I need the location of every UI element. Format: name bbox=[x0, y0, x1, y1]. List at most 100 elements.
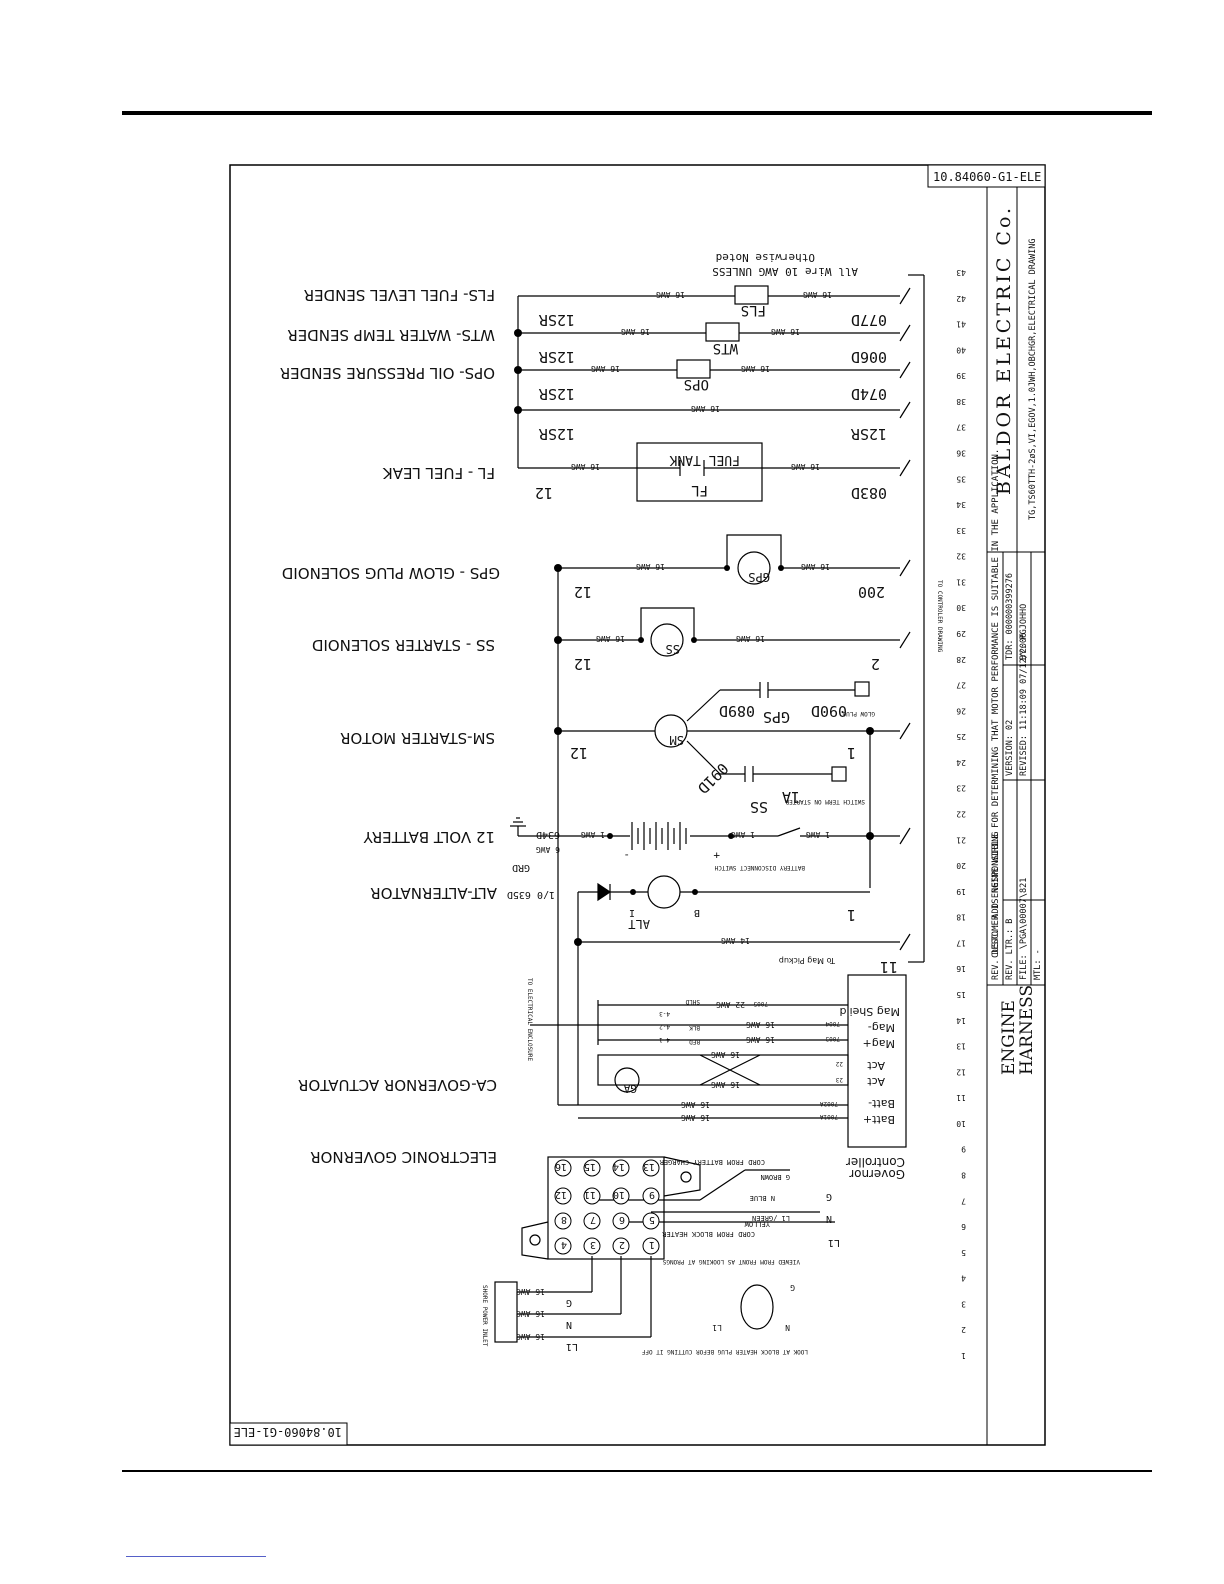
row-number: 20 bbox=[956, 861, 966, 870]
plug-pin-number: 11 bbox=[584, 1189, 596, 1200]
legend-item: FL - FUEL LEAK bbox=[382, 464, 495, 482]
wire-12sr-3: 12SR bbox=[538, 385, 575, 403]
schematic bbox=[494, 274, 925, 1343]
wire-12sr-1: 12SR bbox=[538, 311, 575, 329]
awg-label: 16 AWG bbox=[711, 1050, 740, 1059]
governor-title-2: Controller bbox=[846, 1155, 905, 1169]
wire-083d: 083D bbox=[851, 484, 887, 502]
wire-ss-contact: SS bbox=[750, 798, 768, 816]
wire-7001a: 7001A bbox=[820, 1113, 838, 1120]
wire-grd: GRD bbox=[512, 862, 530, 873]
alt-b-label: B bbox=[694, 907, 700, 918]
look-note: LOOK AT BLOCK HEATER PLUG BEFOR CUTTING … bbox=[641, 1348, 808, 1355]
row-number: 14 bbox=[956, 1016, 966, 1025]
mag-pickup-label: To Mag Pickup bbox=[779, 956, 836, 965]
plug-pin bbox=[583, 1187, 601, 1205]
plug-pin bbox=[642, 1159, 660, 1177]
diagram-g: G bbox=[790, 1283, 795, 1292]
wire-006d: 006D bbox=[851, 348, 887, 366]
row-number: 24 bbox=[956, 758, 966, 767]
plug-pin bbox=[642, 1212, 660, 1230]
row-number: 31 bbox=[956, 577, 966, 586]
awg-label: 16 AWG bbox=[516, 1287, 545, 1296]
wire-12-fl: 12 bbox=[535, 484, 553, 502]
plug-pin bbox=[583, 1212, 601, 1230]
legend-item: OPS- OIL PRESSURE SENDER bbox=[280, 364, 495, 382]
sm-label: SM bbox=[670, 733, 684, 747]
row-number: 41 bbox=[956, 320, 966, 329]
awg-label: 16 AWG bbox=[736, 634, 765, 643]
pin-4-2: 4-2 bbox=[659, 1023, 670, 1030]
row-number: 6 bbox=[961, 1222, 966, 1231]
color-yellow: YELLOW bbox=[744, 1220, 770, 1228]
plug-pin-number: 8 bbox=[561, 1214, 567, 1225]
cord-g: G bbox=[826, 1191, 832, 1202]
ops-sender bbox=[676, 359, 711, 379]
component-labels: FLS WTS OPS FL FUEL TANK GPS SS SM ALT G… bbox=[623, 302, 875, 1095]
wire-12sr-4: 12SR bbox=[538, 425, 575, 443]
row-number: 30 bbox=[956, 603, 966, 612]
shore-l1: L1 bbox=[566, 1341, 578, 1352]
color-blk: BLK bbox=[689, 1024, 700, 1031]
sheet-title-line2: HARNESS bbox=[1017, 985, 1037, 1075]
bottom-rule bbox=[122, 1470, 1152, 1472]
wire-7005: 7005 bbox=[753, 1000, 768, 1007]
plug-pin-number: 13 bbox=[643, 1161, 655, 1172]
row-number: 12 bbox=[956, 1067, 966, 1076]
row-number: 22 bbox=[956, 810, 966, 819]
plug-pin bbox=[554, 1159, 572, 1177]
row-number: 15 bbox=[956, 990, 966, 999]
alt-i-label: I bbox=[629, 907, 635, 918]
term-batt-minus: Batt- bbox=[868, 1097, 895, 1110]
plug-pin-number: 16 bbox=[555, 1161, 567, 1172]
wts-sender bbox=[705, 322, 740, 342]
pin-4-1: 4-1 bbox=[659, 1036, 670, 1043]
front-note: VIEWED FROM FRONT AS LOOKING AT PRONGS bbox=[662, 1258, 800, 1265]
wire-1-sm: 1 bbox=[847, 744, 856, 762]
wire-2: 2 bbox=[871, 655, 880, 673]
plug-pin bbox=[583, 1237, 601, 1255]
footer-link-underline[interactable] bbox=[126, 1556, 266, 1557]
cord-n: N bbox=[826, 1213, 832, 1224]
plug-pin-number: 9 bbox=[649, 1189, 655, 1200]
row-number: 10 bbox=[956, 1119, 966, 1128]
plug-pin-number: 4 bbox=[561, 1239, 567, 1250]
awg-label: 16 AWG bbox=[803, 290, 832, 299]
plug-pin bbox=[612, 1212, 630, 1230]
row-number: 40 bbox=[956, 345, 966, 354]
fuel-tank bbox=[636, 442, 763, 502]
ga-label: GA bbox=[623, 1082, 637, 1095]
awg-label: 16 AWG bbox=[746, 1020, 775, 1029]
plug-pin bbox=[612, 1159, 630, 1177]
plug-pin bbox=[583, 1159, 601, 1177]
heater-cord-label: CORD FROM BLOCK HEATER bbox=[661, 1230, 755, 1238]
legend-item: SS - STARTER SOLENOID bbox=[312, 636, 495, 654]
rev-ltr: REV. LTR.: B bbox=[1005, 919, 1015, 980]
awg-label: 16 AWG bbox=[516, 1332, 545, 1341]
wts-label: WTS bbox=[713, 340, 738, 356]
row-number: 23 bbox=[956, 784, 966, 793]
awg-label: 22 AWG bbox=[716, 1000, 745, 1009]
drawn-by: BY: PGJOHHO bbox=[1019, 604, 1029, 660]
wire-note-line1: All Wire 10 AWG UNLESS bbox=[712, 265, 858, 278]
junction-dots bbox=[514, 329, 874, 946]
plug-pin-number: 2 bbox=[619, 1239, 625, 1250]
wire-note-line2: Otherwise Noted bbox=[716, 251, 815, 264]
fuel-tank-label: FUEL TANK bbox=[669, 452, 740, 467]
cord-l1: L1 bbox=[828, 1237, 840, 1248]
color-red: RED bbox=[689, 1038, 700, 1045]
row-number: 3 bbox=[961, 1299, 966, 1308]
batt-plus-label: + bbox=[713, 849, 720, 862]
wire-23: 23 bbox=[835, 1076, 843, 1083]
term-mag-minus: Mag- bbox=[868, 1021, 895, 1034]
file-path: FILE: \PGA\00007\821 bbox=[1019, 878, 1029, 980]
awg-label: 16 AWG bbox=[636, 562, 665, 571]
awg-label: 1 AWG bbox=[731, 830, 755, 839]
fls-label: FLS bbox=[741, 302, 766, 318]
wire-labels: 077D 006D 074D 12SR 083D 12SR 12SR 12SR … bbox=[507, 311, 898, 976]
awg-label: 16 AWG bbox=[746, 1035, 775, 1044]
plug-pin-number: 5 bbox=[649, 1214, 655, 1225]
governor-actuator bbox=[614, 1067, 640, 1093]
plug-pin-number: 14 bbox=[613, 1161, 625, 1172]
term-act-2: Act bbox=[867, 1075, 885, 1088]
